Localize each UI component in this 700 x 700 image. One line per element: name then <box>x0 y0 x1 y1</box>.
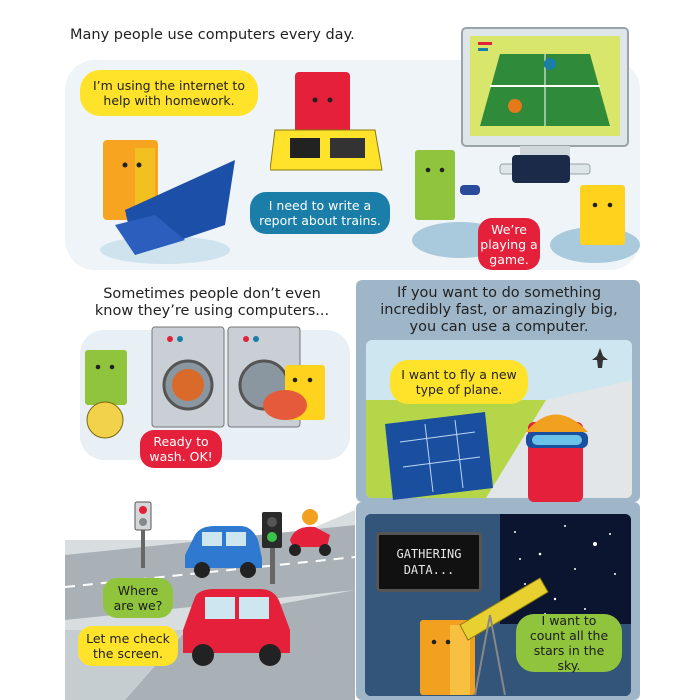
traffic-light-icon-2 <box>260 510 286 585</box>
wash-bubble: Ready to wash. OK! <box>140 430 222 468</box>
stars-bubble: I want to count all the stars in the sky… <box>516 613 622 673</box>
laundry-characters <box>80 345 340 455</box>
scooter-icon <box>285 505 335 560</box>
red-car-icon <box>175 585 295 670</box>
data-screen: GATHERING DATA... <box>376 532 482 592</box>
tablet-icon <box>270 70 385 190</box>
washing-machine-icon <box>150 325 310 435</box>
report-bubble: I need to write a report about trains. <box>250 192 390 234</box>
pilot-character <box>518 402 618 502</box>
plane-bubble: I want to fly a new type of plane. <box>390 360 528 404</box>
where-bubble: Where are we? <box>103 578 173 618</box>
game-bubble: We’re playing a game. <box>478 218 540 270</box>
tv-icon <box>460 26 630 186</box>
airplane-icon <box>592 348 608 370</box>
screen-text: GATHERING DATA... <box>396 547 462 577</box>
top-caption: Many people use computers every day. <box>70 27 355 43</box>
check-bubble: Let me check the screen. <box>78 626 178 666</box>
telescope-icon <box>420 570 550 695</box>
car-icon <box>180 520 265 580</box>
laptop-icon <box>95 130 240 270</box>
homework-bubble: I’m using the internet to help with home… <box>80 70 258 116</box>
middle-left-caption: Sometimes people don’t even know they’re… <box>94 286 330 319</box>
traffic-light-icon <box>133 500 155 570</box>
middle-right-caption: If you want to do something incredibly f… <box>380 285 618 335</box>
blueprint-icon <box>385 412 495 500</box>
game-console-icon <box>512 155 570 183</box>
